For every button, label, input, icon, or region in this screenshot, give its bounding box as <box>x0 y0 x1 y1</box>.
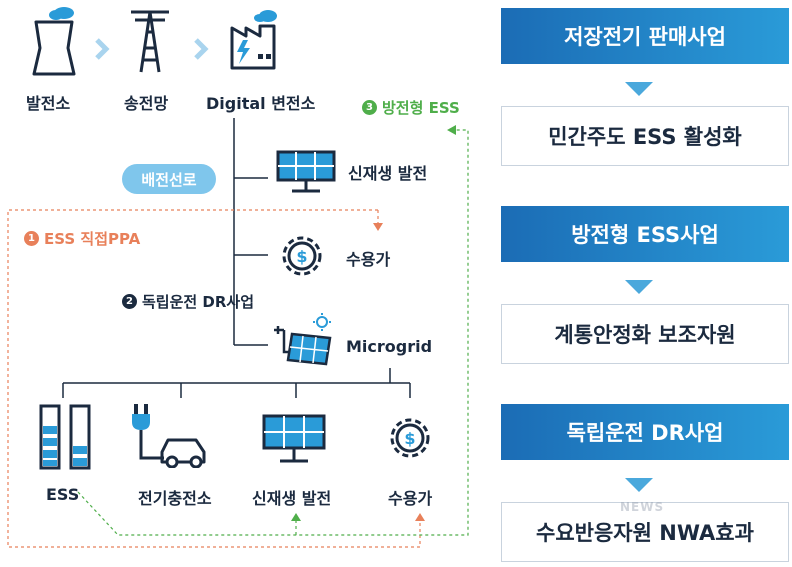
discharge-ess-label: 방전형 ESS <box>382 99 460 117</box>
step-1-badge: 1 <box>24 231 39 246</box>
microgrid-label: Microgrid <box>346 337 433 356</box>
down-arrow-icon <box>625 82 653 96</box>
business-detail-1: 민간주도 ESS 활성화 <box>501 106 789 166</box>
step-3-badge: 3 <box>362 100 377 115</box>
svg-text:$: $ <box>404 429 415 448</box>
down-arrow-icon <box>625 280 653 294</box>
renewable-label: 신재생 발전 <box>348 164 428 183</box>
power-plant-icon <box>28 4 84 80</box>
ev-charger-label: 전기충전소 <box>138 489 212 508</box>
ess-label: ESS <box>46 485 80 504</box>
ess-ppa-tag: 1 ESS 직접PPA <box>24 228 140 249</box>
solar-panel-icon <box>262 414 328 470</box>
down-arrow-icon <box>625 478 653 492</box>
bottom-renewable-label: 신재생 발전 <box>252 489 332 508</box>
power-plant-label: 발전소 <box>26 94 71 113</box>
distribution-line-pill: 배전선로 <box>122 164 216 194</box>
svg-text:$: $ <box>296 247 307 266</box>
substation-label: Digital 변전소 <box>206 94 316 113</box>
ess-ppa-label: ESS 직접PPA <box>44 230 141 248</box>
consumer-gear-icon: $ <box>276 230 328 286</box>
chevron-right-icon <box>194 38 209 60</box>
digital-substation-icon <box>226 6 292 76</box>
business-detail-3: 수요반응자원 NWA효과 <box>501 502 789 562</box>
microgrid-icon <box>270 312 338 376</box>
transmission-tower-icon <box>127 8 173 78</box>
business-detail-2: 계통안정화 보조자원 <box>501 304 789 364</box>
consumer-label: 수용가 <box>346 250 391 269</box>
bottom-consumer-label: 수용가 <box>388 489 433 508</box>
ev-charger-icon <box>130 402 214 472</box>
step-2-badge: 2 <box>122 294 137 309</box>
solar-panel-icon <box>276 150 338 198</box>
dr-business-tag: 2 독립운전 DR사업 <box>122 291 254 312</box>
watermark: NEWS <box>620 500 665 514</box>
business-title-1: 저장전기 판매사업 <box>501 8 789 64</box>
business-title-2: 방전형 ESS사업 <box>501 206 789 262</box>
business-title-3: 독립운전 DR사업 <box>501 404 789 460</box>
consumer-gear-icon: $ <box>384 412 436 468</box>
discharge-ess-tag: 3 방전형 ESS <box>362 97 460 118</box>
transmission-label: 송전망 <box>124 94 169 113</box>
dr-business-label: 독립운전 DR사업 <box>142 293 255 311</box>
battery-icon <box>38 404 94 474</box>
chevron-right-icon <box>95 38 110 60</box>
